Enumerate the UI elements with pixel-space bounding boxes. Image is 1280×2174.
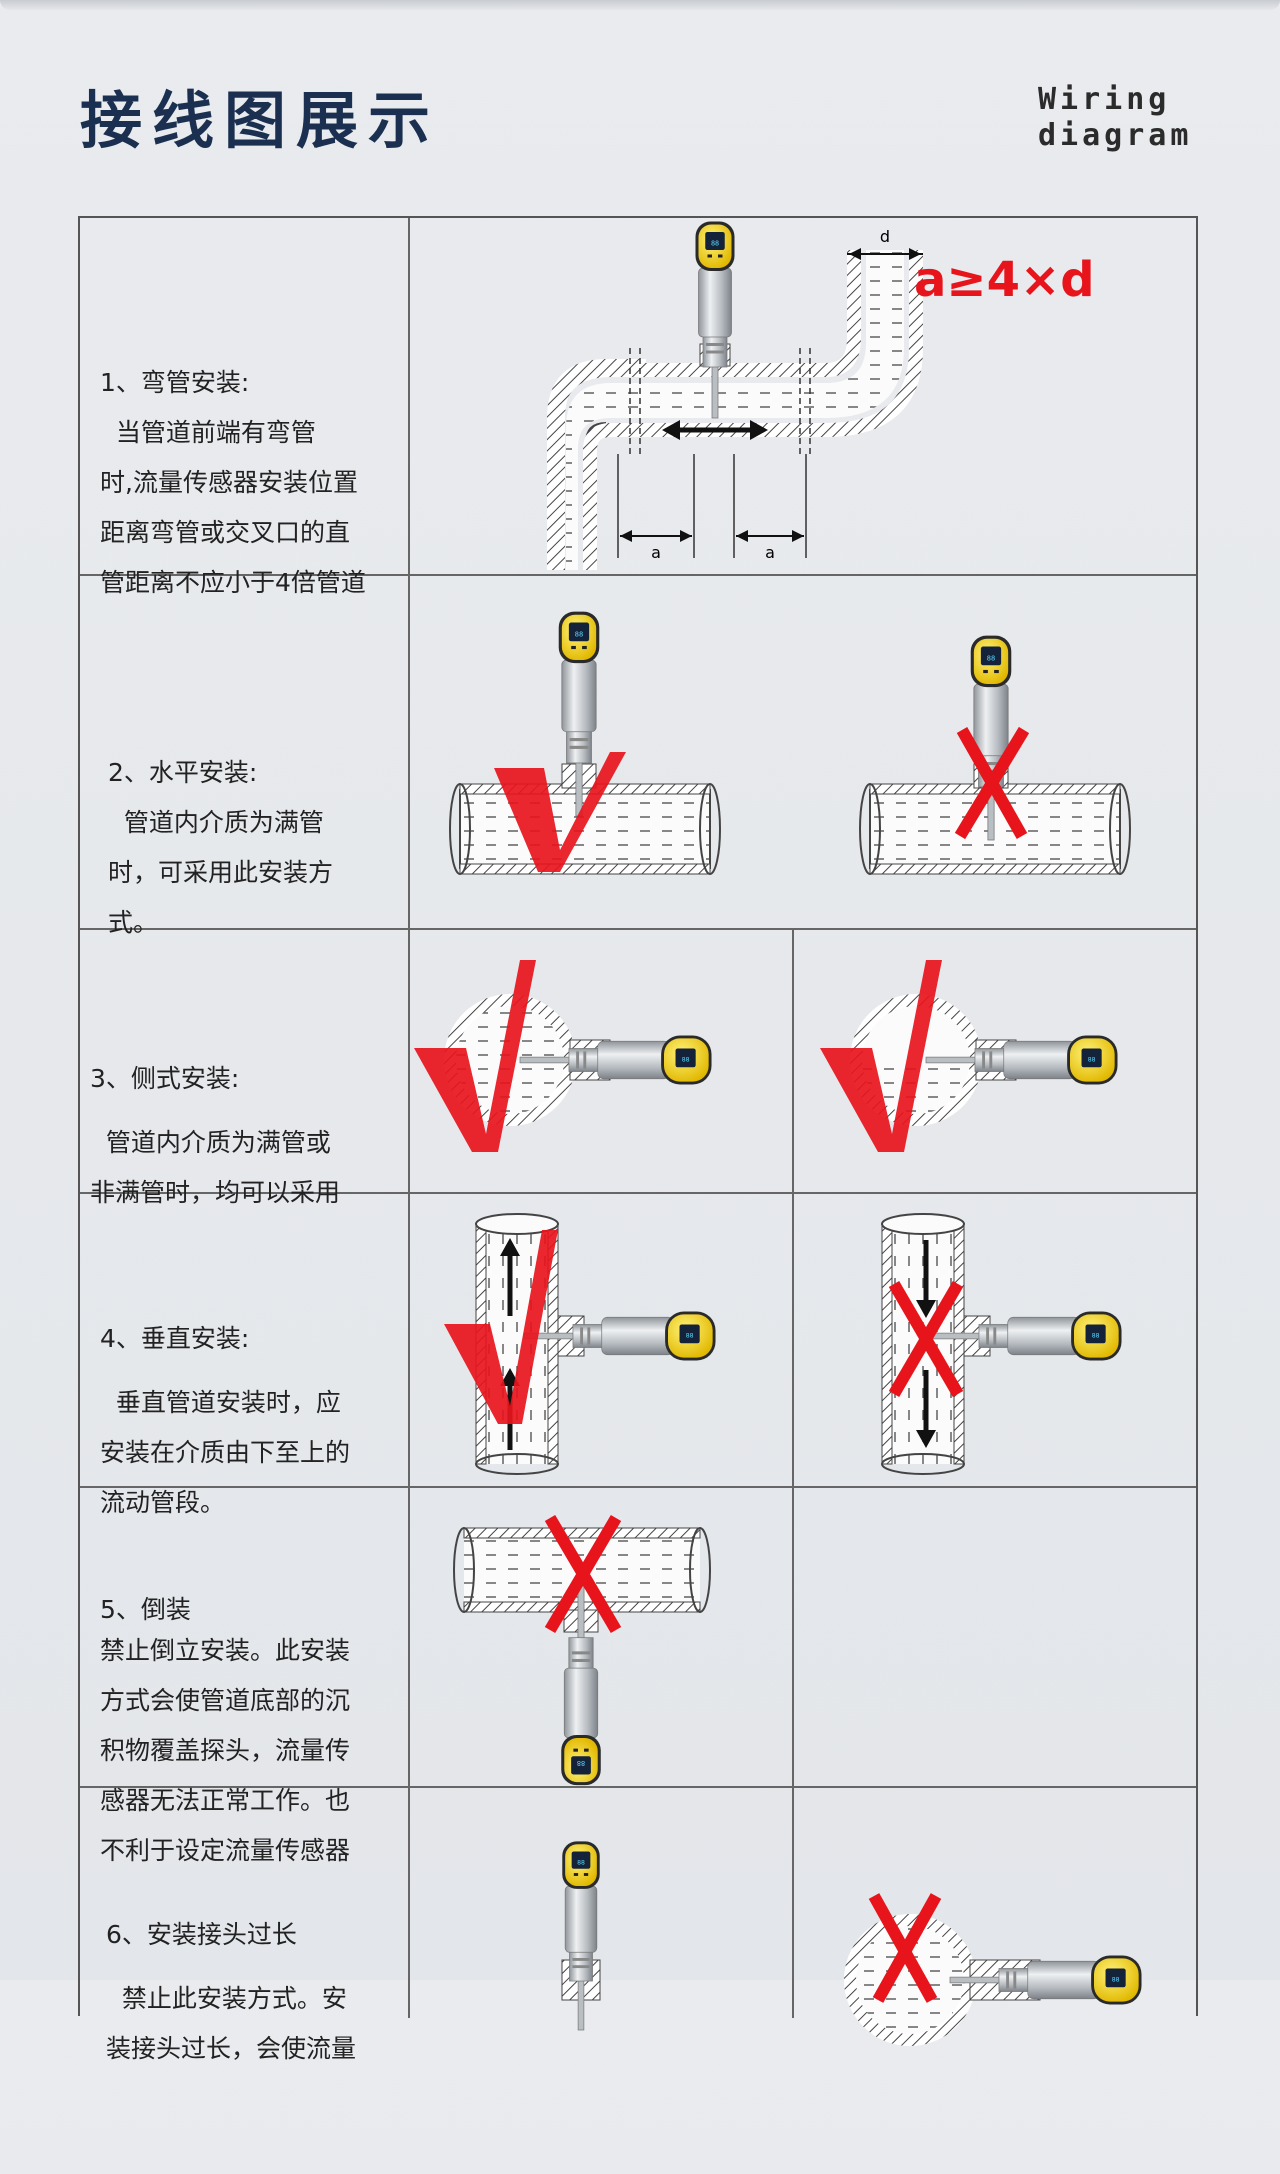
row-1-body: 当管道前端有弯管 时,流量传感器安装位置 距离弯管或交叉口的直 管距离不应小于4… — [100, 418, 366, 597]
flow-arrow-icon — [916, 1240, 936, 1448]
dimension-a-right: a — [736, 530, 804, 562]
side-full-pipe-diagram — [414, 960, 712, 1152]
pipe-wall-inner — [583, 250, 923, 570]
inverted-installation-diagram — [453, 1514, 711, 1796]
page-title: 接线图展示 — [80, 84, 441, 157]
dimension-a-left: a — [620, 530, 692, 562]
row-3-text: 3、侧式安装: 管道内介质为满管或 非满管时，均可以采用 — [90, 954, 400, 1318]
check-mark-icon — [444, 1230, 558, 1424]
top-rim — [0, 0, 1280, 10]
row-2-heading: 2、水平安装: — [108, 758, 258, 787]
row-1-text: 1、弯管安装: 当管道前端有弯管 时,流量传感器安装位置 距离弯管或交叉口的直 … — [100, 258, 400, 708]
column-divider — [408, 218, 410, 2018]
row-5-text: 5、倒装禁止倒立安装。此安装 方式会使管道底部的沉 积物覆盖探头，流量传 感器无… — [100, 1494, 400, 1976]
row-divider — [80, 928, 1196, 930]
check-mark-icon — [494, 752, 626, 872]
dimension-label-a: a — [651, 543, 661, 562]
row-4-heading: 4、垂直安装: — [100, 1324, 250, 1353]
row-6-body: 禁止此安装方式。安 装接头过长，会使流量 — [106, 1984, 357, 2063]
check-mark-icon — [414, 960, 536, 1152]
row-6-text: 6、安装接头过长 禁止此安装方式。安 装接头过长，会使流量 — [106, 1810, 406, 2174]
long-joint-vertical-diagram — [561, 1840, 601, 2031]
horizontal-wrong-diagram — [859, 635, 1131, 875]
side-partial-pipe-diagram — [820, 960, 1118, 1152]
horizontal-correct-diagram — [449, 611, 721, 875]
dimension-label-a: a — [765, 543, 775, 562]
cross-mark-icon — [954, 726, 1030, 840]
cross-mark-icon — [544, 1514, 622, 1634]
row-3-heading: 3、侧式安装: — [90, 1064, 240, 1093]
row-5-body: 禁止倒立安装。此安装 方式会使管道底部的沉 积物覆盖探头，流量传 感器无法正常工… — [100, 1636, 351, 1865]
row-1-heading: 1、弯管安装: — [100, 368, 250, 397]
row-4-text: 4、垂直安装: 垂直管道安装时，应 安装在介质由下至上的 流动管段。 — [100, 1214, 400, 1628]
flow-arrow-icon — [662, 420, 768, 440]
formula-label: a≥4×d — [914, 252, 1095, 308]
row-4-body: 垂直管道安装时，应 安装在介质由下至上的 流动管段。 — [100, 1388, 351, 1517]
dimension-label-d: d — [880, 227, 890, 246]
row-5-heading: 5、倒装 — [100, 1595, 191, 1624]
row-divider — [80, 1486, 1196, 1488]
row-2-text: 2、水平安装: 管道内介质为满管 时，可采用此安装方 式。 — [108, 648, 398, 1048]
row-6-heading: 6、安装接头过长 — [106, 1920, 297, 1949]
row-divider — [80, 1192, 1196, 1194]
row-2-body: 管道内介质为满管 时，可采用此安装方 式。 — [108, 808, 334, 937]
cross-mark-icon — [888, 1280, 964, 1398]
page-subtitle: Wiring diagram — [1038, 82, 1193, 153]
check-mark-icon — [820, 960, 942, 1152]
pipe-wall-outer — [549, 250, 861, 570]
row-divider — [80, 1786, 1196, 1788]
long-joint-side-diagram — [844, 1893, 1142, 2046]
pipe-liquid — [566, 250, 904, 570]
column-divider-2 — [792, 928, 794, 2018]
dimension-d: d — [847, 227, 923, 260]
row-divider — [80, 574, 1196, 576]
row-3-body: 管道内介质为满管或 非满管时，均可以采用 — [90, 1128, 341, 1207]
vertical-upflow-diagram — [444, 1213, 716, 1475]
vertical-downflow-diagram — [881, 1213, 1122, 1475]
elbow-installation-diagram: a a d a≥4×d — [547, 221, 1095, 570]
